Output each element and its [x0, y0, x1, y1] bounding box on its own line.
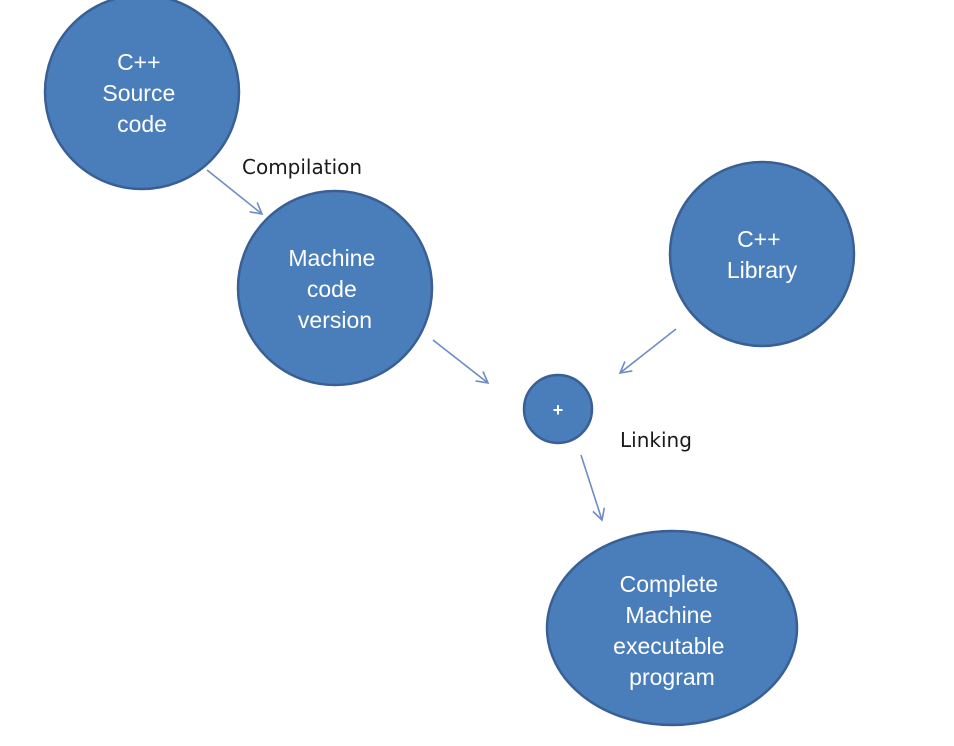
cpp-library-label: C++ Library — [727, 226, 798, 283]
library-to-link-arrow — [618, 328, 677, 375]
executable-label: Complete Machine executable program — [613, 571, 731, 690]
machine-code-label: Machine code version — [288, 245, 381, 333]
machine-code-node: Machine code version — [236, 189, 434, 387]
plus-icon: + — [553, 400, 564, 420]
executable-node: Complete Machine executable program — [545, 529, 799, 727]
machine-to-link-arrow — [432, 339, 490, 385]
compilation-arrow — [206, 169, 264, 216]
link-to-executable-arrow — [580, 454, 606, 522]
cpp-library-node: C++ Library — [668, 160, 856, 348]
cpp-source-node: C++ Source code — [43, 0, 241, 191]
compilation-label: Compilation — [242, 155, 362, 179]
cpp-source-label: C++ Source code — [102, 49, 181, 137]
linking-label: Linking — [620, 428, 692, 452]
link-join-node: + — [522, 373, 594, 445]
